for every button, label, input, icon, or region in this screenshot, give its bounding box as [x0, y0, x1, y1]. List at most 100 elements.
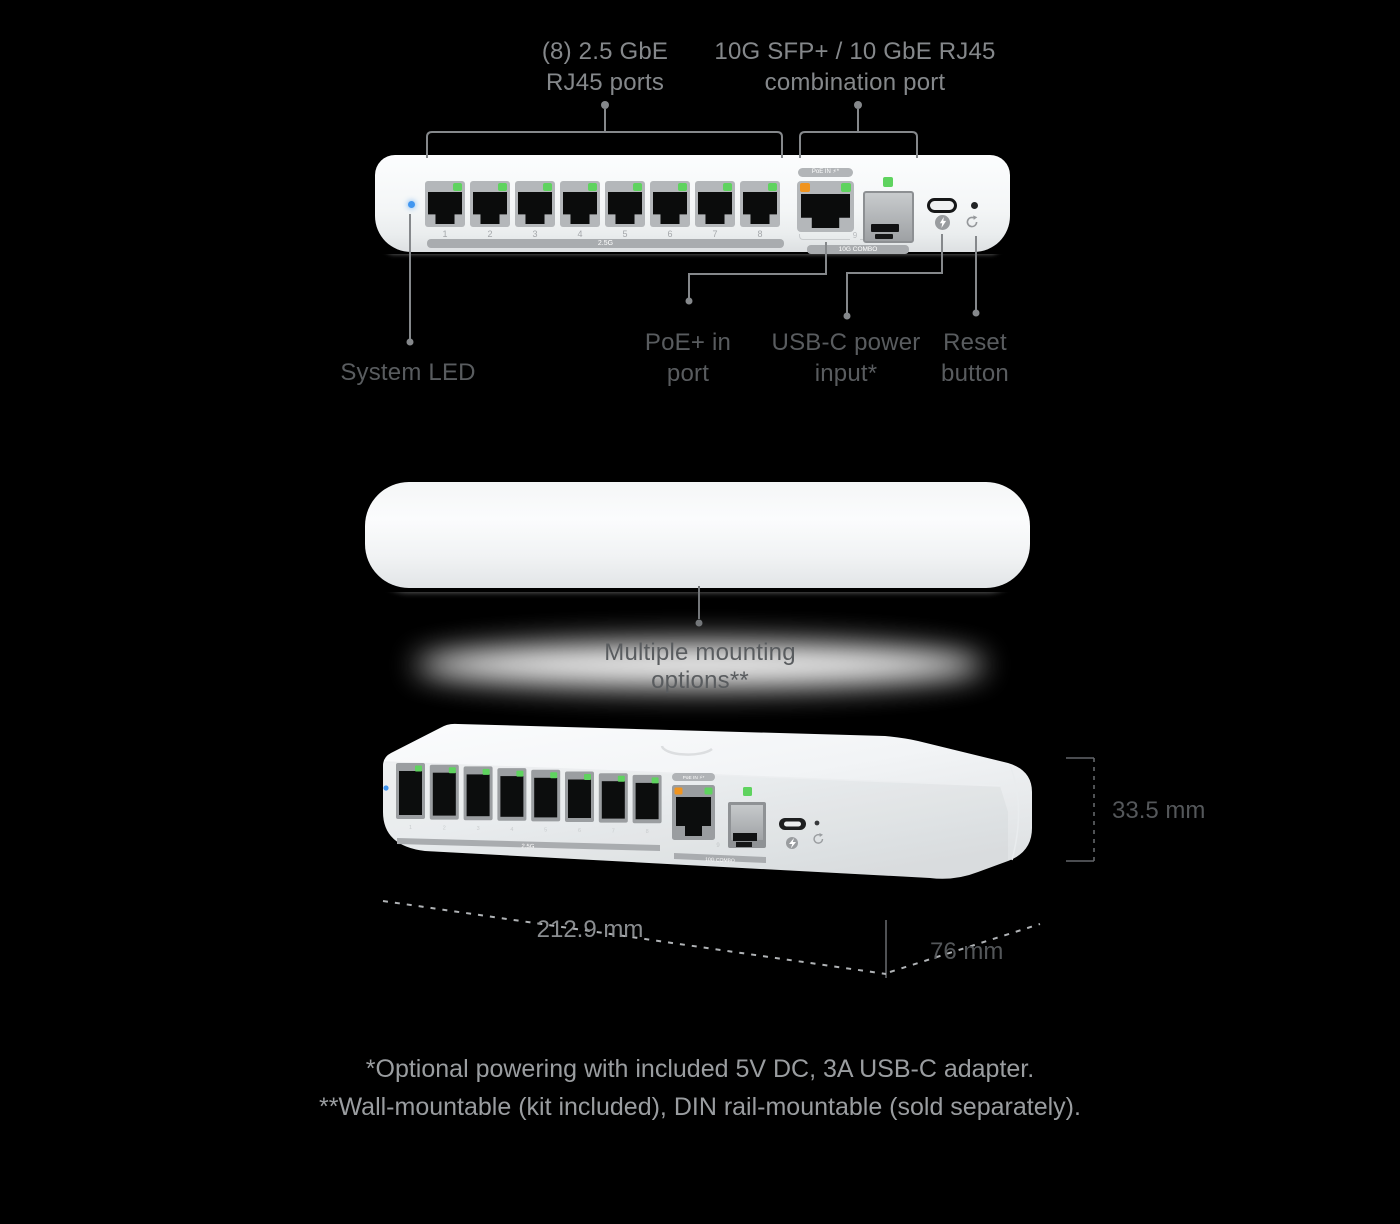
label-usbc-line2: input* [814, 360, 878, 387]
label-poe-line1: PoE+ in [644, 329, 732, 356]
rj45-port: 3 [463, 766, 493, 832]
dim-length-label: 212.9 mm [536, 916, 644, 943]
rj45-port [695, 181, 735, 227]
combo-group-bar: 10G COMBO [807, 115, 909, 128]
usb-c-port [779, 818, 806, 830]
combo-port-number: 9 [716, 843, 720, 849]
reset-button [971, 202, 978, 209]
port-led-green [543, 183, 552, 191]
combo-group-bar [674, 853, 766, 863]
port-number: 5 [544, 827, 547, 833]
port-led-green [498, 183, 507, 191]
callout-combo-label: 10G SFP+ / 10 GbE RJ45 combination port [680, 36, 1030, 98]
port-number: 7 [612, 829, 615, 835]
poe-in-label-pill [672, 773, 715, 781]
callout-ports-line2: RJ45 ports [545, 69, 665, 96]
rj45-port: 6 [565, 771, 594, 834]
lightning-icon [935, 215, 950, 230]
callout-combo-line1: 10G SFP+ / 10 GbE RJ45 [714, 38, 996, 65]
port-number: 8 [757, 229, 763, 239]
port-led-green [482, 768, 490, 775]
rj45-jack [653, 192, 687, 224]
footnotes: *Optional powering with included 5V DC, … [0, 1050, 1400, 1126]
sfp-latch [875, 136, 893, 144]
label-reset-line1: Reset [943, 329, 1007, 356]
label-usbc-power: USB-C power input* [746, 327, 946, 389]
combo-rj45-port [797, 181, 854, 232]
poe-in-label: PoE IN ⚡* [798, 168, 853, 177]
combo-rj45-port [672, 785, 715, 840]
rj45-jack [743, 192, 777, 224]
port-number: 3 [532, 229, 538, 239]
rj45-port: 1 [396, 763, 425, 831]
ubiquiti-logo [660, 745, 713, 756]
port-number: 2 [443, 826, 446, 832]
rj45-port [605, 181, 645, 227]
rj45-port: 4 [497, 768, 527, 833]
rj45-port: 5 [531, 769, 561, 833]
callout-combo-line2: combination port [764, 69, 946, 96]
label-poe-line2: port [666, 360, 710, 387]
port-number: 4 [577, 136, 583, 151]
port-led-green [768, 183, 777, 191]
poe-in-label: PoE IN ⚡* [683, 775, 705, 781]
reset-icon [965, 215, 980, 230]
ports-group-bar [397, 838, 660, 851]
perspective-port-row: 1 2 3 4 5 6 7 8 [396, 763, 662, 835]
switch-back-view [365, 482, 1030, 588]
poe-led-green [841, 183, 851, 192]
system-led [383, 785, 389, 791]
label-usbc-line1: USB-C power [771, 329, 921, 356]
port-number: 2 [487, 229, 493, 239]
footnote-power: *Optional powering with included 5V DC, … [365, 1055, 1035, 1083]
port-led-green [723, 183, 732, 191]
lightning-icon [786, 837, 798, 849]
combo-port-brace: 9 [799, 135, 911, 148]
port-number: 7 [712, 229, 718, 239]
usb-c-port [927, 198, 957, 213]
ports-group-bar: 2.5G [427, 123, 784, 137]
reflection-glow [415, 642, 985, 688]
port-number: 3 [477, 826, 480, 832]
combo-port-number: 9 [852, 135, 858, 148]
rj45-port [470, 181, 510, 227]
combo-port-number: 9 [852, 231, 858, 240]
port-led-green [415, 765, 422, 772]
label-mounting-line1: Multiple mounting [604, 639, 796, 666]
port-number: 8 [757, 136, 763, 151]
poe-led-orange [800, 183, 810, 192]
port-number: 5 [622, 136, 628, 151]
port-number: 3 [532, 136, 538, 151]
rj45-port: 2 [429, 764, 459, 832]
reset-button [814, 820, 820, 826]
port-number: 8 [646, 829, 649, 835]
sfp-slot [871, 224, 899, 232]
rj45-port: 8 [632, 774, 662, 835]
reset-icon [813, 833, 824, 844]
label-mounting: Multiple mounting options** [550, 639, 850, 695]
rj45-port [425, 181, 465, 227]
label-reset-button: Reset button [895, 327, 1055, 389]
port-number: 6 [667, 136, 673, 151]
rj45-jack [608, 192, 642, 224]
port-number: 2 [487, 136, 493, 151]
combo-group-bar-label: 10G COMBO [705, 857, 735, 864]
label-reset-line2: button [941, 360, 1009, 387]
sfp-led-green [743, 787, 752, 796]
rj45-jack [563, 192, 597, 224]
poe-led-green [704, 787, 713, 795]
rj45-jack [801, 194, 850, 228]
right-corner-crease [1009, 764, 1020, 861]
rj45-jack [428, 192, 462, 224]
port-number: 5 [622, 229, 628, 239]
port-led-green [633, 183, 642, 191]
label-system-led: System LED [340, 359, 476, 386]
combo-group-bar: 10G COMBO [807, 245, 909, 254]
callout-ports-label: (8) 2.5 GbE RJ45 ports [455, 36, 755, 98]
system-led [408, 201, 415, 208]
port-led-green [617, 775, 625, 782]
